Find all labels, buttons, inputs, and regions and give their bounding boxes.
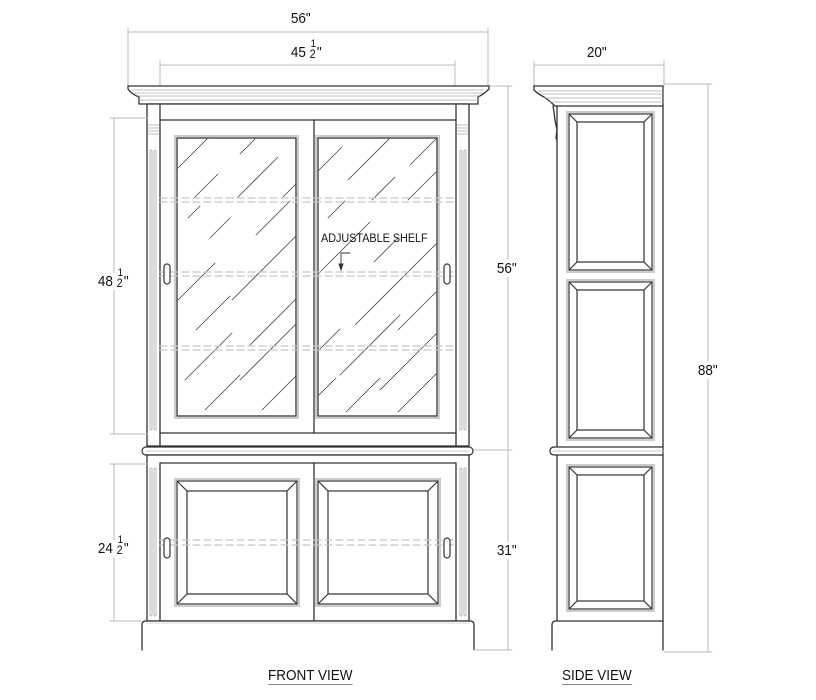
- dim-side-depth-label: 20": [586, 44, 608, 61]
- lower-right-handle: [443, 537, 451, 559]
- lower-left-handle: [163, 537, 171, 559]
- glass-door-right: [315, 135, 440, 419]
- dim-inner-width-whole: 45: [290, 44, 306, 61]
- front-upper-carcass: [146, 103, 470, 447]
- lower-door-right-panel: [315, 478, 441, 607]
- side-view: [533, 60, 713, 653]
- glass-hatching-left: [177, 137, 297, 411]
- side-lower-body: [556, 454, 664, 651]
- front-plinth: [141, 620, 475, 651]
- shelf-leader-arrow: [338, 252, 351, 272]
- upper-right-handle: [443, 263, 451, 285]
- front-view: [109, 27, 513, 651]
- upper-left-handle: [163, 263, 171, 285]
- dim-side-depth-line: [533, 60, 665, 87]
- dim-lower-section-height-label: 31": [496, 542, 518, 559]
- side-plinth: [551, 620, 664, 651]
- side-panel-middle: [566, 279, 655, 441]
- side-panel-top: [566, 111, 655, 273]
- dim-right-vertical-lines: [473, 85, 513, 651]
- side-view-title: SIDE VIEW: [562, 667, 632, 685]
- side-panel-bottom: [566, 464, 655, 612]
- glass-door-left: [174, 135, 299, 419]
- glass-hatching-right: [318, 137, 437, 413]
- front-crown-molding: [127, 85, 490, 105]
- side-waist-molding: [549, 446, 664, 456]
- adjustable-shelf-note: ADJUSTABLE SHELF: [321, 231, 428, 245]
- adjustable-shelves: [159, 197, 457, 351]
- dim-upper-section-height-label: 56": [496, 260, 518, 277]
- side-upper-body: [556, 105, 664, 448]
- dim-overall-height-label: 88": [697, 362, 719, 379]
- side-crown-molding: [533, 85, 664, 141]
- dim-overall-width-label: 56": [290, 10, 312, 27]
- dim-overall-width-line: [127, 27, 489, 87]
- front-waist-molding: [141, 446, 474, 456]
- lower-door-left-panel: [174, 478, 300, 607]
- front-view-title: FRONT VIEW: [268, 667, 353, 685]
- lower-fixed-shelf: [159, 539, 457, 546]
